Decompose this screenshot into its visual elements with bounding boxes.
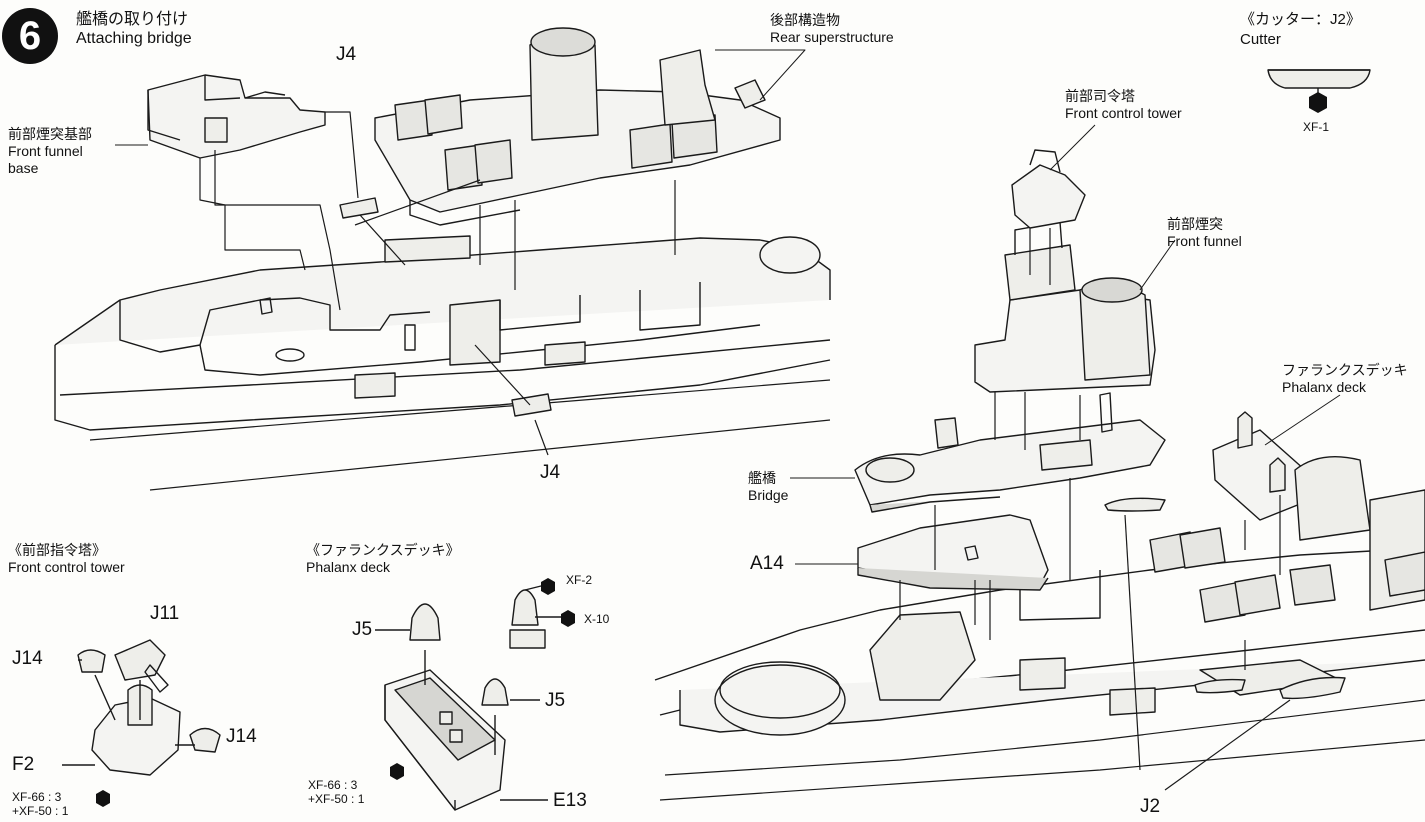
paint-label-xf1: XF-1 [1303,120,1330,134]
paint-mix-tower: XF-66 : 3 +XF-50 : 1 [12,790,68,818]
front-funnel-base-part [147,74,326,159]
callout-leaders [115,49,1341,565]
paint-label-xf2: XF-2 [566,573,593,587]
paint-mix-deck-line1: XF-66 : 3 [308,778,358,792]
callout-rear-superstructure: 後部構造物 Rear superstructure [770,12,894,46]
phalanx-subassembly [375,584,565,811]
callout-phalanx-deck: ファランクスデッキ Phalanx deck [1282,362,1408,396]
j4-bottom-part [511,393,552,417]
paint-chip-x10-icon [561,610,575,627]
step-title-ja: 艦橋の取り付け [76,11,189,28]
j2-cutters [1104,497,1346,700]
part-label-j4-top: J4 [336,44,357,65]
part-label-j4-bottom: J4 [540,462,561,483]
bridge-part [854,392,1166,513]
paint-chip-tower-icon [96,790,110,807]
callout-front-funnel-en: Front funnel [1167,233,1242,249]
callout-front-funnel-base-en1: Front funnel [8,143,83,159]
paint-chip-deck-icon [390,763,404,780]
front-tower-subassembly [62,639,221,776]
callout-phalanx-deck-en: Phalanx deck [1282,379,1367,395]
cutter-box-title-en: Cutter [1240,31,1281,48]
paint-chip-xf1-icon [1309,92,1327,113]
paint-mix-tower-line2: +XF-50 : 1 [12,804,69,818]
guide-lines-right [899,228,1291,791]
paint-mix-deck-line2: +XF-50 : 1 [308,792,365,806]
cutter-box-illustration [1267,69,1371,100]
aft-structures-right [1149,455,1425,623]
subassembly-title-front-tower: 《前部指令塔》 Front control tower [8,542,125,576]
callout-rear-superstructure-ja: 後部構造物 [770,12,840,28]
callout-front-control-tower-ja: 前部司令塔 [1065,88,1135,104]
front-control-tower-part [1011,149,1086,229]
paint-chips [96,92,1327,807]
subassembly-title-front-tower-ja: 《前部指令塔》 [8,542,106,558]
callout-front-funnel: 前部煙突 Front funnel [1167,216,1242,250]
paint-chip-xf2-icon [541,578,555,595]
step-title: 艦橋の取り付け Attaching bridge [76,10,192,48]
part-label-j11: J11 [150,603,180,624]
part-label-a14: A14 [750,553,784,574]
callout-rear-superstructure-en: Rear superstructure [770,29,894,45]
part-label-e13: E13 [553,790,587,811]
part-label-j5-right: J5 [545,690,566,711]
callout-bridge: 艦橋 Bridge [748,470,788,504]
callout-front-control-tower: 前部司令塔 Front control tower [1065,88,1182,122]
paint-label-x10: X-10 [584,612,610,626]
subassembly-title-phalanx-ja: 《ファランクスデッキ》 [306,542,460,558]
front-funnel-stack-part [974,221,1156,393]
callout-front-funnel-base-en2: base [8,160,39,176]
subassembly-title-phalanx-en: Phalanx deck [306,559,391,575]
callout-bridge-ja: 艦橋 [748,470,776,486]
hull-section-upper-left [54,235,831,491]
part-label-j14-right: J14 [226,726,257,747]
guide-lines-upper-left [199,111,676,456]
subassembly-title-phalanx: 《ファランクスデッキ》 Phalanx deck [306,542,460,576]
part-label-f2: F2 [12,754,35,775]
phalanx-deck-part-right [1212,411,1311,521]
cutter-box-title: 《カッター：J2》 Cutter [1240,10,1361,50]
callout-front-funnel-base: 前部煙突基部 Front funnel base [8,126,92,177]
subassembly-title-front-tower-en: Front control tower [8,559,125,575]
part-label-j5-left: J5 [352,619,373,640]
paint-mix-deck: XF-66 : 3 +XF-50 : 1 [308,778,364,806]
step-title-en: Attaching bridge [76,30,192,47]
callout-front-control-tower-en: Front control tower [1065,105,1182,121]
callout-phalanx-deck-ja: ファランクスデッキ [1282,362,1408,378]
part-label-j2: J2 [1140,796,1161,817]
a14-deck-part [857,514,1049,591]
part-label-j14-left: J14 [12,648,43,669]
callout-front-funnel-base-ja: 前部煙突基部 [8,126,92,142]
cutter-box-title-ja: 《カッター：J2》 [1240,11,1361,28]
callout-front-funnel-ja: 前部煙突 [1167,216,1223,232]
paint-mix-tower-line1: XF-66 : 3 [12,790,62,804]
j4-top-part [339,197,379,219]
callout-bridge-en: Bridge [748,487,789,503]
step-number-badge: 6 [2,8,58,64]
